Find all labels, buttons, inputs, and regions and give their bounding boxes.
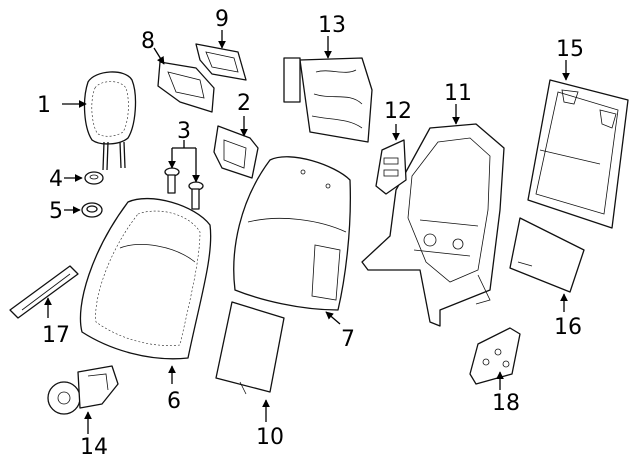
callout-14: 14	[80, 435, 108, 460]
callout-16: 16	[554, 315, 582, 340]
callout-9: 9	[215, 7, 229, 32]
callout-3: 3	[177, 119, 191, 144]
part-14-motor	[47, 365, 119, 415]
callout-labels: 1 2 3 4 5 6 7 8 9 10 11 12 13 14 15 16 1…	[37, 7, 584, 460]
callout-12: 12	[384, 99, 412, 124]
part-9-bracket	[195, 43, 247, 81]
part-6-seatback-cover	[79, 197, 212, 360]
leader-7	[325, 311, 341, 325]
callout-1: 1	[37, 93, 51, 118]
part-13-harness	[283, 57, 373, 143]
callout-17: 17	[42, 323, 70, 348]
callout-15: 15	[556, 37, 584, 62]
callout-2: 2	[237, 91, 251, 116]
part-12-small-bracket	[375, 139, 407, 195]
part-1-headrest	[83, 71, 137, 171]
callout-11: 11	[444, 81, 472, 106]
part-5-ring	[81, 202, 103, 218]
leader-8	[153, 47, 165, 65]
part-2-bracket	[213, 125, 259, 179]
part-16-panel	[509, 217, 585, 293]
callout-10: 10	[256, 425, 284, 450]
callout-13: 13	[318, 13, 346, 38]
part-8-plate	[157, 61, 215, 113]
part-4-clip	[84, 171, 104, 185]
part-11-frame	[361, 123, 505, 327]
callout-5: 5	[49, 199, 63, 224]
part-3-bolts	[164, 167, 204, 210]
callout-6: 6	[167, 389, 181, 414]
part-17-trim	[9, 265, 79, 319]
part-15-back-panel	[527, 79, 629, 229]
callout-8: 8	[141, 29, 155, 54]
part-10-pad	[215, 301, 285, 395]
part-18-module	[469, 327, 521, 385]
part-7-cushion	[233, 156, 351, 311]
leaders	[44, 30, 570, 434]
callout-7: 7	[341, 327, 355, 352]
callout-18: 18	[492, 391, 520, 416]
callout-4: 4	[49, 167, 63, 192]
